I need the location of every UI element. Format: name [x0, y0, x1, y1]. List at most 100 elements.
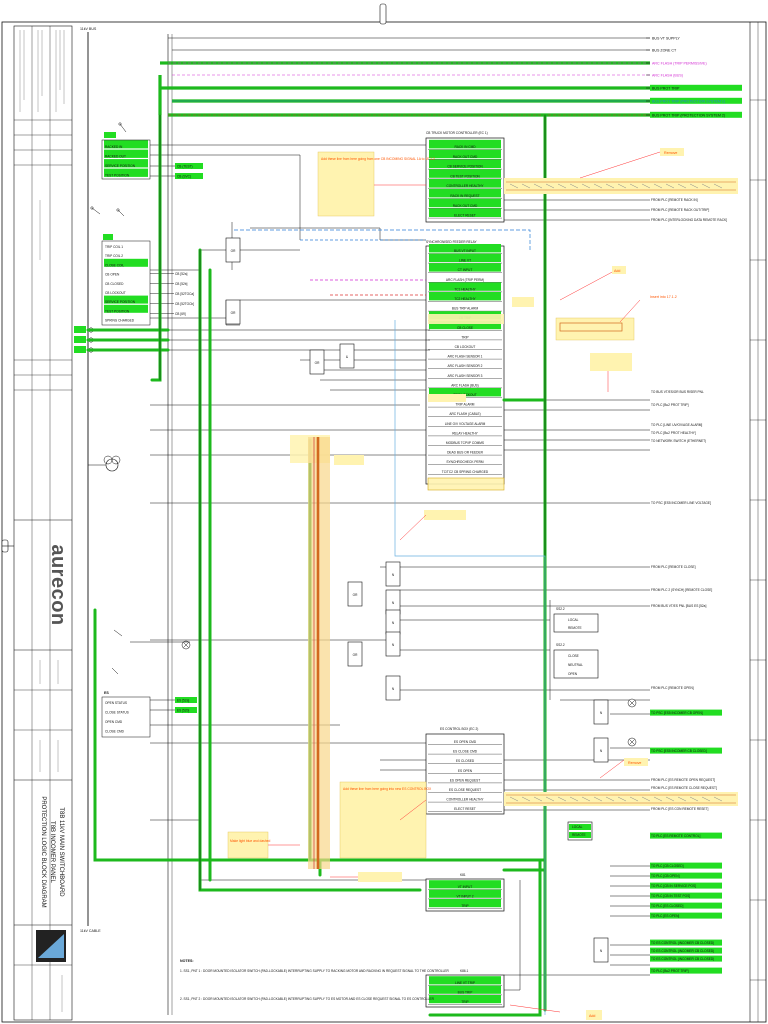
controller-row: RACK OUT CMD [453, 155, 478, 159]
prot-relay-row: RELAY HEALTHY [452, 431, 478, 435]
right-output-label: FROM PLC [ES REMOTE OPEN REQUEST] [651, 778, 715, 782]
right-output-label: TO PLC [ES CLOSED] [651, 904, 683, 908]
logic-gate [593, 699, 609, 725]
right-output-label: FROM PLC [REMOTE CLOSE] [651, 565, 696, 569]
cb-input: CB OPEN [105, 273, 120, 277]
controller-title: CB TRUCK MOTOR CONTROLLER (EC 1) [426, 131, 488, 135]
right-output-label: TO PLC [LINE UV/OV/AGE ALARM] [651, 423, 702, 427]
k81-box [425, 878, 505, 912]
ss22-2-neutral: NEUTRAL [568, 663, 583, 667]
right-output-label: TO PLC [CB OPEN] [651, 874, 680, 878]
es-contact: CLOSE STATUS [105, 711, 129, 715]
es-controller-row: ES CLOSE REQUEST [449, 788, 481, 792]
es-switch-remote: REMOTE [572, 833, 586, 837]
comment-add-lines-1: Add these line from here going from one … [321, 157, 435, 161]
gate-label: N [392, 621, 395, 625]
logic-gate [309, 349, 325, 375]
prot-relay-row: ARC FLASH (BUS) [451, 383, 478, 387]
racking-contact: SERVICE POSITION [105, 164, 136, 168]
prot-relay-row: ARC FLASH SENSOR 2 [448, 364, 483, 368]
controller-row: RACK IN REQUEST [450, 194, 479, 198]
comment-add-lines-2: Add these line from here going into new … [343, 787, 432, 791]
ss22-1-remote: REMOTE [568, 626, 582, 630]
prot-relay-row: ARC FLASH SENSOR 1 [448, 355, 483, 359]
gate-label: OR [353, 593, 358, 597]
comment-add-2: Add [589, 1014, 595, 1018]
cb-input: TRIP COIL 2 [105, 254, 123, 258]
prot-relay-row: TC1 HEALTHY [454, 287, 476, 291]
notes-heading: NOTES: [180, 959, 194, 963]
k861-row: TRIP [461, 1000, 468, 1004]
comment-light-blue: Make light blue and dashed [230, 839, 270, 843]
rail-label: BUS PROT TRIP (PROTECTION SYSTEM 2) [652, 113, 725, 117]
wiring [113, 144, 650, 991]
racking-contact: RACKED IN [105, 145, 123, 149]
bus-bottom-label: 11kV CABLE [80, 929, 101, 933]
right-output-label: FROM PLC [ES CON REMOTE RESET] [651, 807, 708, 811]
prot-relay-row: TRIP ALARM [456, 403, 475, 407]
top-center-mark [379, 3, 387, 25]
prot-relay-row: LINE O/V VOLTAGE ALARM [445, 422, 486, 426]
right-output-label: TO PLC [Bu2 PROT TRIP] [651, 969, 689, 973]
prot-relay-row: ARC FLASH (TRIP PERM) [446, 278, 484, 282]
logic-gate [385, 561, 401, 587]
racking-contact: TEST POSITION [105, 174, 130, 178]
prot-relay-row: LINE VT [459, 259, 471, 263]
cb-output: CB [52a] [175, 272, 188, 276]
selector-switches: SS2.2 LOCAL REMOTE SS2.2 CLOSE NEUTRAL O… [553, 607, 599, 841]
ss22-2-open: OPEN [568, 672, 578, 676]
prot-relay-row: BUS TRIP ALARM [452, 307, 479, 311]
rail-label: BUS VT SUPPLY [652, 36, 680, 40]
company-logo: aurecon [47, 544, 69, 625]
rail-label: ARC FLASH (TRIP PERMISSIVE) [652, 61, 707, 65]
cb-input: SERVICE POSITION [105, 300, 136, 304]
top-bus-rails [158, 34, 650, 1015]
relay-boxes: CB TRUCK MOTOR CONTROLLER (EC 1) RACK IN… [425, 131, 505, 1008]
prot-relay-row: TC2 HEALTHY [454, 297, 476, 301]
es-controller-row: ES CLOSE CMD [453, 750, 478, 754]
racking-out-svc: CB (SVC) [177, 175, 191, 179]
controller-row: CB SERVICE POSITION [447, 165, 483, 169]
note-1: 1. SS1, PNT 1 : DOOR MOUNTED ISOLATOR SW… [180, 969, 450, 973]
right-output-label: TO PSC [ES5 INCOMER CB CLOSED] [651, 749, 707, 753]
cb-output: CB [52TOCb] [175, 302, 194, 306]
bus-top-label: 11kV BUS [80, 27, 97, 31]
logic-gate [385, 631, 401, 657]
gate-label: N [600, 949, 603, 953]
prot-relay-title: SYNCHRONISED FEEDER RELAY [426, 240, 477, 244]
drawing-title-3: T8B INCOMER PANEL [49, 821, 55, 884]
comment-remove-2: Remove [628, 761, 641, 765]
right-output-labels: FROM PLC [REMOTE RACK IN]FROM PLC [REMOT… [650, 198, 727, 974]
cb-output: CB [69] [175, 312, 186, 316]
es-contact: CLOSE CMD [105, 730, 125, 734]
es-controller-row: ES OPEN CMD [454, 740, 477, 744]
logic-gate [593, 937, 609, 963]
right-output-label: TO PLC [Bu2 PROT TRIP] [651, 403, 689, 407]
gate-label: OR [353, 653, 358, 657]
right-output-label: TO BUS VT/ES/OR BUS RISER PNL [651, 390, 704, 394]
right-output-label: FROM PLC [INTERLOCKING DATA REMOTE RACK] [651, 218, 727, 222]
prot-relay-row: CT INPUT [458, 268, 473, 272]
cb-output: CB [52TOCa] [175, 292, 194, 296]
es-contact: OPEN CMD [105, 720, 123, 724]
es-controller-box [425, 733, 505, 815]
cb-input: SPRING CHARGED [105, 319, 135, 323]
logic-gate [225, 237, 241, 263]
es-switch-local: LOCAL [572, 825, 583, 829]
comment-add-1: Add [614, 269, 620, 273]
gate-label: N [600, 711, 603, 715]
es-controller-row: ES OPEN [458, 769, 473, 773]
gate-label: N [392, 643, 395, 647]
k861-box [425, 974, 505, 1008]
right-output-label: TO PLC [ES REMOTE CONTROL] [651, 834, 700, 838]
indicator-lamps [627, 698, 637, 747]
